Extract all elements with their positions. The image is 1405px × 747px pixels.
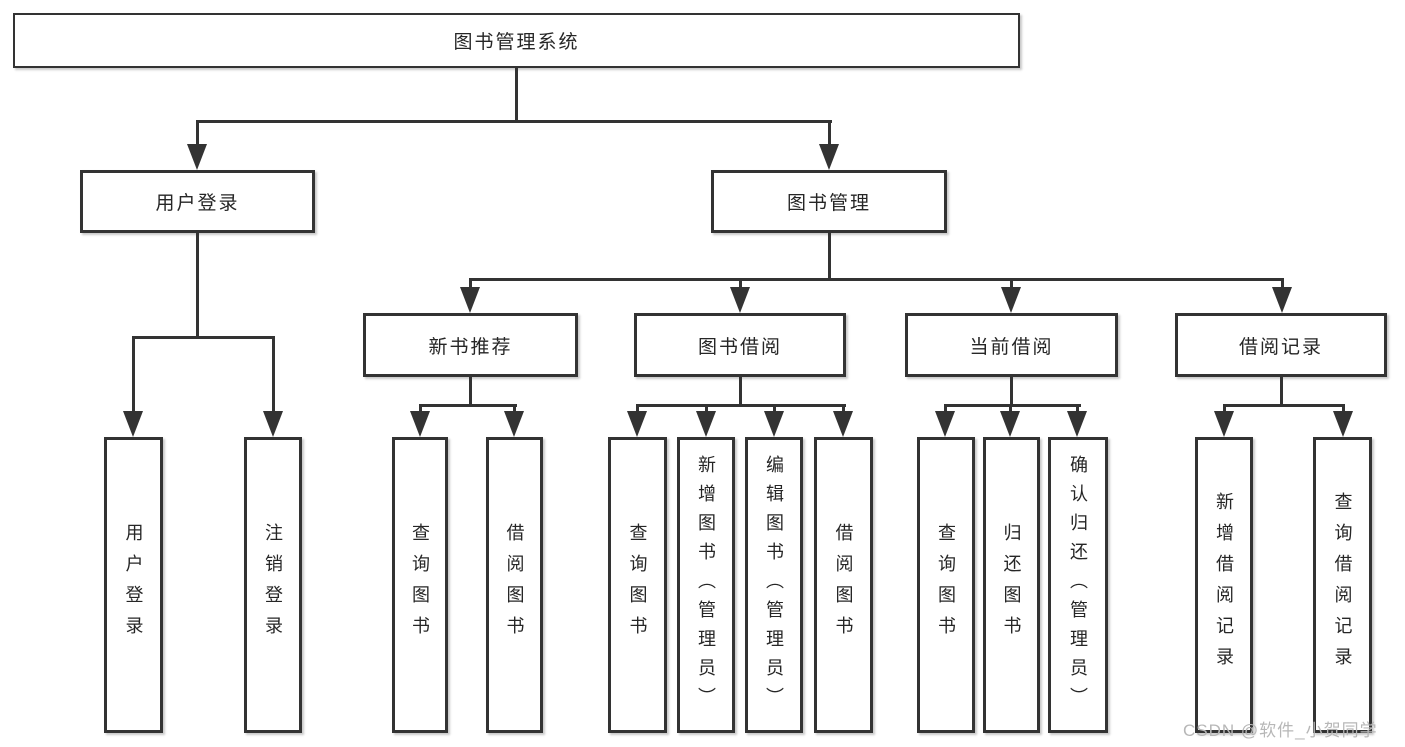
leaf-add-borrow-record: 新增借阅记录 (1195, 437, 1253, 733)
leaf-borrow-books-2-label: 借阅图书 (833, 523, 854, 647)
connector-drop-leaf-logout (272, 336, 275, 414)
leaf-query-books-2-label: 查询图书 (627, 523, 648, 647)
leaf-borrow-books-1-label: 借阅图书 (504, 523, 525, 647)
arrowhead-leaf-logout (263, 411, 283, 437)
node-user-login-label: 用户登录 (155, 193, 240, 214)
leaf-return-book: 归还图书 (983, 437, 1040, 733)
connector-level3-bar (469, 278, 1284, 281)
connector-new-book-bar (419, 404, 517, 407)
connector-drop-leaf-user-login (132, 336, 135, 414)
leaf-confirm-return-admin-label: 确认归还（管理员） (1068, 454, 1088, 716)
connector-new-book-stem (469, 376, 472, 407)
connector-drop-book-borrow (739, 278, 742, 292)
connector-user-login-bar (132, 336, 275, 339)
arrowhead-g2-2 (504, 411, 524, 437)
connector-drop-user-login (196, 120, 199, 148)
node-root: 图书管理系统 (13, 13, 1020, 68)
watermark-text: CSDN @软件_小贺同学 (1183, 721, 1378, 740)
arrowhead-g3-4 (833, 411, 853, 437)
connector-book-borrow-stem (739, 376, 742, 407)
connector-current-borrow-bar (944, 404, 1081, 407)
connector-drop-borrow-records (1281, 278, 1284, 292)
arrowhead-user-login (187, 144, 207, 170)
leaf-edit-book-admin-label: 编辑图书（管理员） (764, 454, 784, 716)
arrowhead-g4-1 (935, 411, 955, 437)
leaf-add-borrow-record-label: 新增借阅记录 (1214, 492, 1234, 678)
connector-book-borrow-bar (636, 404, 846, 407)
leaf-edit-book-admin: 编辑图书（管理员） (745, 437, 803, 733)
leaf-query-books-3-label: 查询图书 (936, 523, 956, 647)
leaf-query-books-2: 查询图书 (608, 437, 667, 733)
leaf-query-books-3: 查询图书 (917, 437, 975, 733)
connector-drop-current-borrow (1010, 278, 1013, 292)
arrowhead-leaf-user-login (123, 411, 143, 437)
leaf-borrow-books-2: 借阅图书 (814, 437, 873, 733)
node-current-borrow-label: 当前借阅 (969, 336, 1054, 358)
leaf-return-book-label: 归还图书 (1001, 523, 1022, 647)
arrowhead-g3-3 (764, 411, 784, 437)
connector-root-stem (515, 66, 518, 123)
leaf-logout: 注销登录 (244, 437, 302, 733)
arrowhead-borrow-records (1272, 287, 1292, 313)
leaf-add-book-admin: 新增图书（管理员） (677, 437, 735, 733)
arrowhead-current-borrow (1001, 287, 1021, 313)
node-root-label: 图书管理系统 (453, 32, 580, 53)
node-book-borrow: 图书借阅 (634, 313, 846, 377)
leaf-user-login: 用户登录 (104, 437, 163, 733)
node-current-borrow: 当前借阅 (905, 313, 1118, 377)
connector-drop-new-book (469, 278, 472, 292)
arrowhead-g3-1 (627, 411, 647, 437)
connector-borrow-records-bar (1223, 404, 1345, 407)
arrowhead-g5-2 (1333, 411, 1353, 437)
arrowhead-book-management (819, 144, 839, 170)
connector-borrow-records-stem (1280, 376, 1283, 407)
leaf-query-books-1: 查询图书 (392, 437, 448, 733)
node-borrow-records-label: 借阅记录 (1238, 336, 1323, 358)
node-new-book-recommend: 新书推荐 (363, 313, 578, 377)
node-book-management-label: 图书管理 (786, 193, 871, 214)
connector-user-login-stem (196, 232, 199, 338)
leaf-logout-label: 注销登录 (263, 523, 283, 647)
connector-book-management-stem (828, 232, 831, 281)
node-user-login: 用户登录 (80, 170, 315, 233)
connector-drop-book-management (828, 120, 831, 148)
arrowhead-book-borrow (730, 287, 750, 313)
arrowhead-g2-1 (410, 411, 430, 437)
leaf-query-books-1-label: 查询图书 (410, 523, 430, 647)
arrowhead-g4-2 (1000, 411, 1020, 437)
node-borrow-records: 借阅记录 (1175, 313, 1387, 377)
leaf-add-book-admin-label: 新增图书（管理员） (696, 454, 716, 716)
connector-level2-bar (196, 120, 832, 123)
arrowhead-g3-2 (696, 411, 716, 437)
arrowhead-g5-1 (1214, 411, 1234, 437)
arrowhead-new-book (460, 287, 480, 313)
leaf-borrow-books-1: 借阅图书 (486, 437, 543, 733)
connector-current-borrow-stem (1010, 376, 1013, 407)
leaf-user-login-label: 用户登录 (123, 523, 144, 647)
node-book-management: 图书管理 (711, 170, 947, 233)
leaf-query-borrow-record-label: 查询借阅记录 (1332, 492, 1353, 678)
node-new-book-recommend-label: 新书推荐 (428, 336, 513, 358)
node-book-borrow-label: 图书借阅 (697, 336, 782, 358)
arrowhead-g4-3 (1067, 411, 1087, 437)
leaf-query-borrow-record: 查询借阅记录 (1313, 437, 1372, 733)
leaf-confirm-return-admin: 确认归还（管理员） (1048, 437, 1108, 733)
